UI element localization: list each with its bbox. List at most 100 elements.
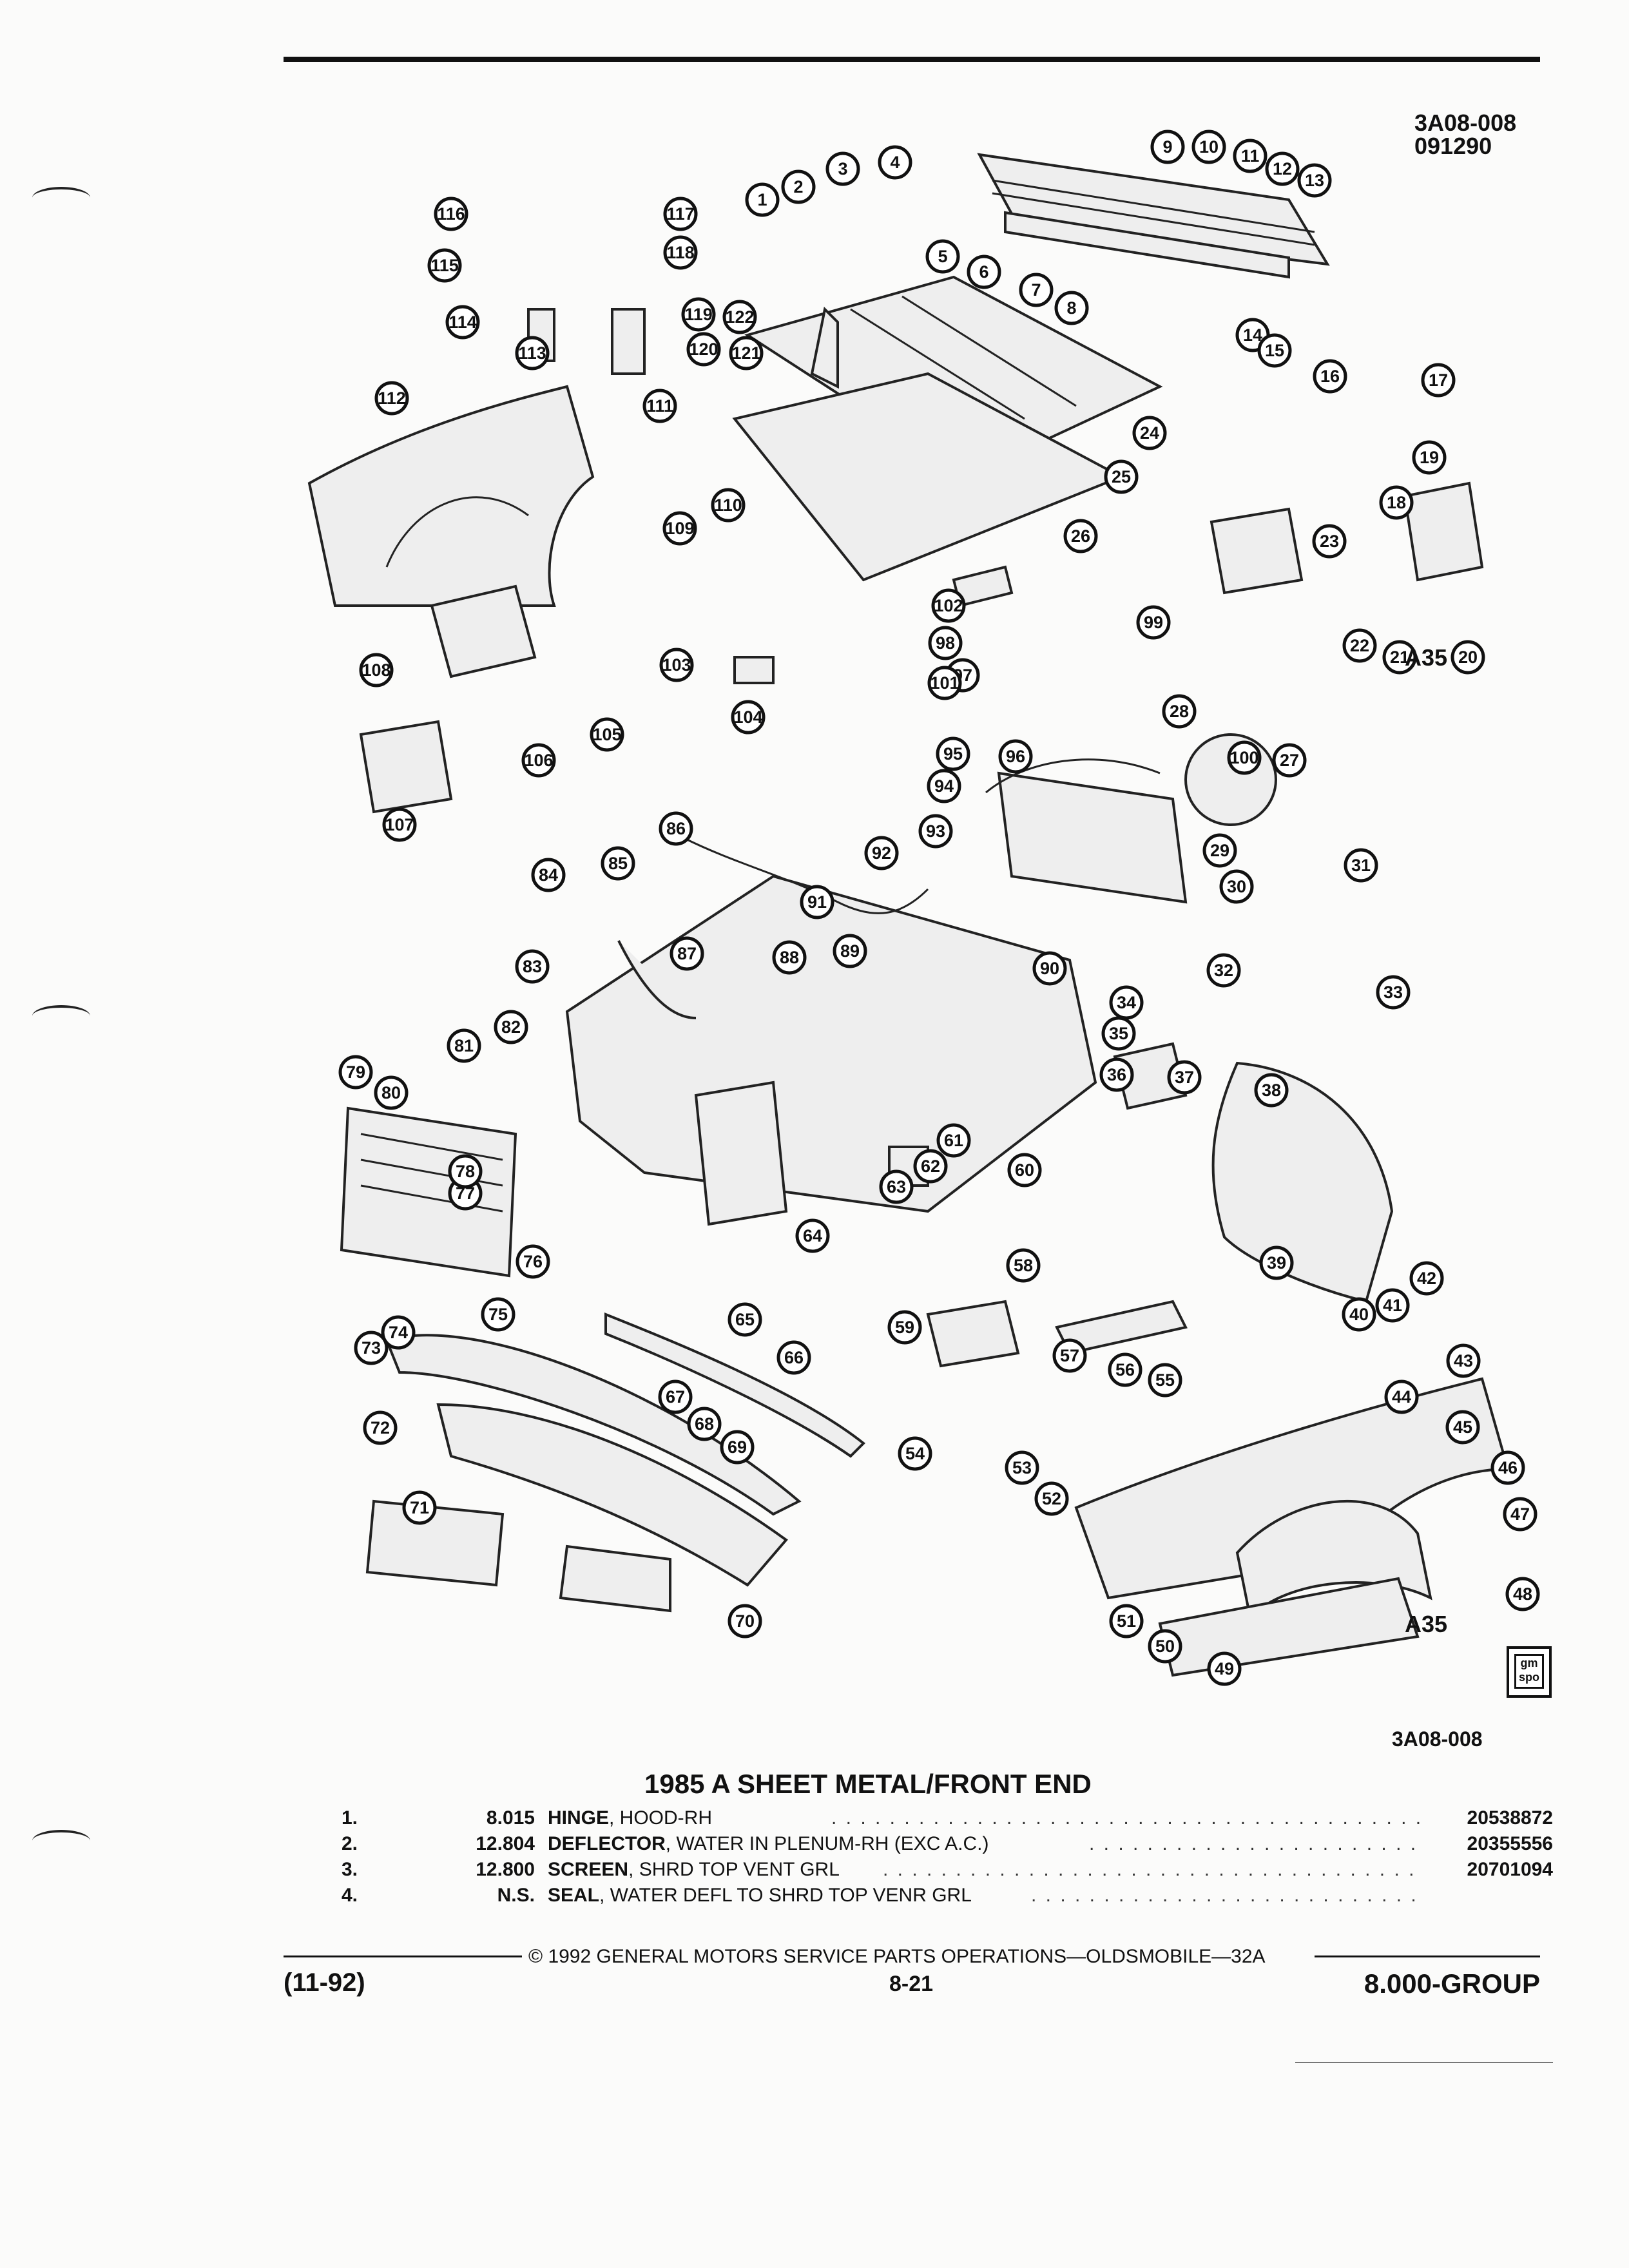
callout-94: 94 bbox=[927, 769, 961, 803]
group-number: 12.804 bbox=[476, 1833, 535, 1854]
callout-label: 37 bbox=[1175, 1068, 1194, 1087]
callout-label: 57 bbox=[1060, 1346, 1079, 1365]
callout-label: 46 bbox=[1498, 1458, 1518, 1477]
callout-label: 59 bbox=[895, 1318, 914, 1337]
callout-98: 98 bbox=[928, 626, 963, 660]
callout-label: 87 bbox=[677, 944, 697, 963]
callout-52: 52 bbox=[1034, 1481, 1069, 1516]
callout-label: 5 bbox=[938, 247, 947, 266]
dot-leader: . . . . . . . . . . . . . . . . . . . . … bbox=[883, 1859, 1424, 1880]
callout-122: 122 bbox=[722, 300, 757, 334]
callout-label: 83 bbox=[523, 957, 542, 976]
callout-label: 106 bbox=[524, 751, 553, 770]
callout-label: 101 bbox=[930, 673, 959, 693]
part-description: , WATER DEFL TO SHRD TOP VENR GRL bbox=[599, 1885, 972, 1906]
callout-85: 85 bbox=[601, 846, 635, 881]
callout-label: 7 bbox=[1031, 280, 1041, 300]
figure-date-code: 091290 bbox=[1414, 133, 1492, 159]
callout-label: 27 bbox=[1280, 751, 1299, 770]
callout-label: 26 bbox=[1071, 526, 1090, 546]
callout-label: 108 bbox=[361, 660, 390, 680]
callout-label: 85 bbox=[608, 854, 628, 873]
part-name-main: SCREEN bbox=[548, 1859, 629, 1880]
callout-label: 66 bbox=[784, 1348, 804, 1367]
callout-label: 74 bbox=[389, 1323, 408, 1342]
callout-label: 62 bbox=[921, 1157, 940, 1176]
callout-label: 10 bbox=[1199, 137, 1219, 157]
callout-99: 99 bbox=[1136, 605, 1171, 640]
part-description: , WATER IN PLENUM-RH (EXC A.C.) bbox=[665, 1833, 989, 1854]
binding-mark bbox=[32, 1830, 90, 1852]
callout-32: 32 bbox=[1206, 953, 1241, 988]
group-label: 8.000-GROUP bbox=[1364, 1968, 1540, 1999]
callout-label: 50 bbox=[1155, 1637, 1175, 1656]
callout-115: 115 bbox=[427, 248, 462, 283]
callout-label: 65 bbox=[735, 1310, 755, 1329]
callout-20: 20 bbox=[1451, 640, 1485, 675]
callout-label: 29 bbox=[1210, 841, 1229, 860]
callout-16: 16 bbox=[1313, 359, 1347, 394]
callout-label: 93 bbox=[926, 822, 945, 841]
callout-113: 113 bbox=[515, 336, 550, 370]
callout-112: 112 bbox=[374, 381, 409, 416]
callout-19: 19 bbox=[1412, 440, 1447, 475]
callout-90: 90 bbox=[1032, 951, 1067, 986]
callout-93: 93 bbox=[918, 814, 953, 849]
callout-label: 120 bbox=[689, 340, 718, 359]
figure-ref-code: 3A08-008 bbox=[1392, 1727, 1483, 1751]
callout-label: 30 bbox=[1227, 877, 1246, 896]
callout-label: 42 bbox=[1417, 1269, 1436, 1288]
callout-label: 111 bbox=[646, 396, 673, 416]
callout-45: 45 bbox=[1445, 1410, 1480, 1445]
part-name: DEFLECTOR, WATER IN PLENUM-RH (EXC A.C.) bbox=[548, 1833, 989, 1855]
callout-label: 116 bbox=[437, 204, 465, 224]
callout-label: 84 bbox=[539, 865, 558, 885]
callout-4: 4 bbox=[878, 145, 912, 180]
gm-spo-logo-mark: gm spo bbox=[1514, 1654, 1544, 1689]
callout-label: 48 bbox=[1513, 1584, 1532, 1604]
part-name-main: DEFLECTOR bbox=[548, 1833, 666, 1854]
binding-mark bbox=[32, 1005, 90, 1027]
callout-label: 82 bbox=[501, 1017, 521, 1037]
callout-81: 81 bbox=[447, 1028, 481, 1063]
callout-71: 71 bbox=[402, 1490, 437, 1525]
callout-label: 60 bbox=[1015, 1160, 1034, 1180]
callout-label: 3 bbox=[838, 159, 847, 178]
callout-label: 76 bbox=[523, 1252, 543, 1271]
callout-54: 54 bbox=[898, 1436, 932, 1471]
callout-119: 119 bbox=[681, 297, 716, 332]
callout-47: 47 bbox=[1503, 1497, 1537, 1532]
callout-36: 36 bbox=[1099, 1057, 1134, 1092]
callout-label: 68 bbox=[695, 1414, 714, 1434]
callout-15: 15 bbox=[1257, 333, 1292, 368]
callout-13: 13 bbox=[1297, 163, 1332, 198]
callout-118: 118 bbox=[663, 235, 698, 270]
callout-label: 73 bbox=[361, 1338, 381, 1358]
callout-label: 41 bbox=[1383, 1296, 1402, 1315]
group-number: N.S. bbox=[497, 1885, 535, 1906]
callout-42: 42 bbox=[1409, 1261, 1444, 1296]
callout-label: 122 bbox=[725, 307, 754, 327]
callout-104: 104 bbox=[731, 700, 766, 735]
callout-56: 56 bbox=[1108, 1352, 1142, 1387]
callout-33: 33 bbox=[1376, 975, 1411, 1010]
figure-code: 3A08-008 bbox=[1414, 110, 1517, 136]
callout-100: 100 bbox=[1227, 740, 1262, 775]
callout-95: 95 bbox=[936, 736, 970, 771]
callout-1: 1 bbox=[745, 182, 780, 217]
callout-label: 91 bbox=[807, 892, 827, 912]
callout-70: 70 bbox=[728, 1604, 762, 1639]
callout-label: 6 bbox=[979, 262, 988, 282]
callout-label: 81 bbox=[454, 1036, 474, 1055]
callout-label: 102 bbox=[934, 596, 963, 615]
callout-label: 33 bbox=[1383, 983, 1403, 1002]
callout-58: 58 bbox=[1006, 1248, 1041, 1283]
callout-label: 75 bbox=[488, 1305, 508, 1324]
callout-label: 13 bbox=[1305, 171, 1324, 190]
callout-103: 103 bbox=[659, 648, 694, 682]
callout-27: 27 bbox=[1272, 743, 1307, 778]
callout-label: 54 bbox=[905, 1444, 925, 1463]
callout-74: 74 bbox=[381, 1315, 416, 1350]
part-number: 20355556 bbox=[1467, 1833, 1553, 1854]
